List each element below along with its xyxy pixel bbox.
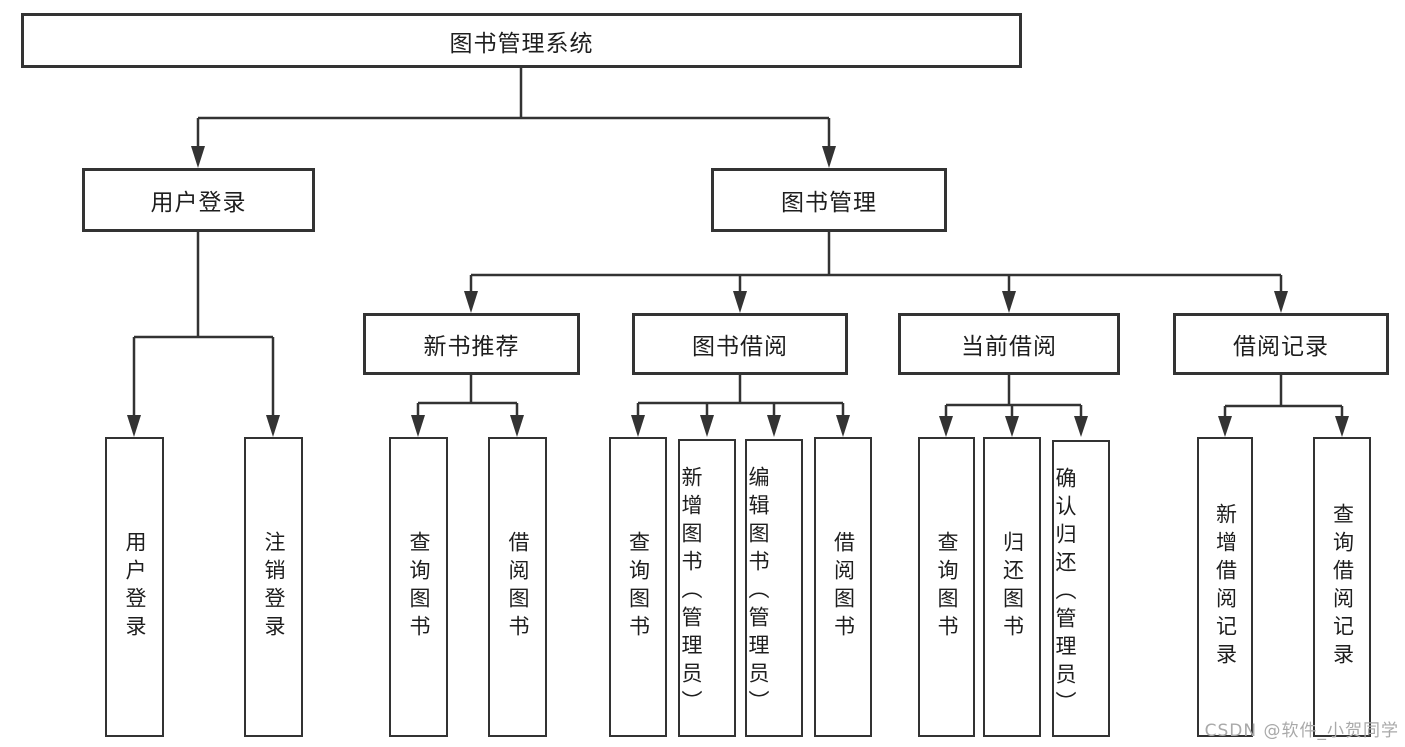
leaf-recommend-query-books-label: 查询图书 [407,531,431,643]
leaf-borrow-query-books: 查询图书 [609,437,667,737]
node-user-login: 用户登录 [82,168,315,232]
csdn-watermark: CSDN @软件_小贺同学 [1204,721,1399,741]
leaf-return-books: 归还图书 [983,437,1041,737]
leaf-borrow-borrow-books-label: 借阅图书 [831,531,856,643]
node-current-borrow: 当前借阅 [898,313,1120,375]
leaf-query-borrow-record: 查询借阅记录 [1313,437,1371,737]
leaf-add-borrow-record-label: 新增借阅记录 [1213,503,1238,671]
node-book-management: 图书管理 [711,168,947,232]
node-current-borrow-label: 当前借阅 [961,334,1057,360]
leaf-recommend-borrow-books: 借阅图书 [488,437,547,737]
leaf-add-books-admin: 新增图书（管理员） [678,439,736,737]
leaf-current-query-books-label: 查询图书 [935,531,959,643]
leaf-recommend-borrow-books-label: 借阅图书 [506,531,530,643]
node-borrow-record-label: 借阅记录 [1233,334,1329,360]
leaf-logout-label: 注销登录 [262,531,286,643]
leaf-add-borrow-record: 新增借阅记录 [1197,437,1253,737]
leaf-edit-books-admin: 编辑图书（管理员） [745,439,803,737]
node-book-management-label: 图书管理 [781,190,877,216]
leaf-confirm-return-admin: 确认归还（管理员） [1052,440,1110,737]
leaf-user-login-label: 用户登录 [123,531,147,643]
leaf-edit-books-admin-label: 编辑图书（管理员） [746,466,770,718]
node-user-login-label: 用户登录 [150,190,247,216]
leaf-recommend-query-books: 查询图书 [389,437,448,737]
leaf-confirm-return-admin-label: 确认归还（管理员） [1053,466,1077,719]
leaf-logout: 注销登录 [244,437,303,737]
leaf-return-books-label: 归还图书 [1000,531,1025,643]
node-borrow-record: 借阅记录 [1173,313,1389,375]
node-new-book-recommend-label: 新书推荐 [423,334,520,360]
node-book-borrow-label: 图书借阅 [692,334,788,360]
leaf-add-books-admin-label: 新增图书（管理员） [679,466,703,718]
node-root-system: 图书管理系统 [21,13,1022,68]
node-root-label: 图书管理系统 [449,30,594,57]
leaf-current-query-books: 查询图书 [918,437,975,737]
leaf-query-borrow-record-label: 查询借阅记录 [1330,503,1355,671]
node-book-borrow: 图书借阅 [632,313,848,375]
node-new-book-recommend: 新书推荐 [363,313,580,375]
leaf-borrow-query-books-label: 查询图书 [626,531,651,643]
leaf-user-login: 用户登录 [105,437,164,737]
leaf-borrow-borrow-books: 借阅图书 [814,437,872,737]
